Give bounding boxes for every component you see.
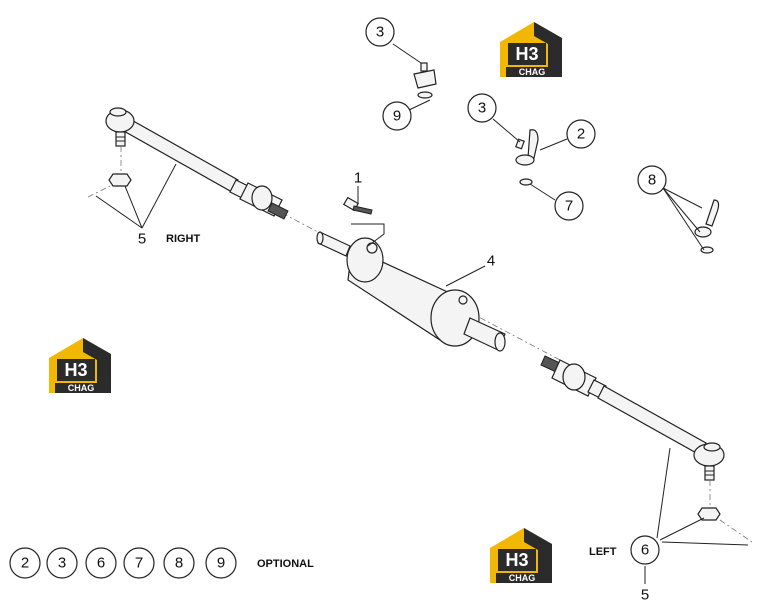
optional-part-3: 3: [46, 547, 78, 579]
callout-7: 7: [554, 191, 584, 221]
optional-part-8: 8: [163, 547, 195, 579]
leader-8c: [662, 187, 705, 251]
callout-6: 6: [630, 535, 660, 565]
logo-brand-text: CHAG: [68, 383, 95, 393]
optional-part-8-text: 8: [175, 555, 183, 572]
optional-part-7-text: 7: [135, 555, 143, 572]
logo-brand-text: CHAG: [519, 67, 546, 77]
optional-part-6: 6: [85, 547, 117, 579]
callout-3-top: 3: [365, 17, 395, 47]
leader-6-nut: [659, 517, 705, 541]
brand-logo-bottom: H3 CHAG: [490, 528, 552, 583]
optional-part-2-text: 2: [21, 555, 29, 572]
optional-part-9: 9: [205, 547, 237, 579]
callout-8: 8: [637, 165, 667, 195]
leader-3b: [492, 118, 521, 143]
left-label: LEFT: [589, 546, 617, 558]
label-1: 1: [354, 170, 362, 187]
logo-mark-text: H3: [515, 44, 538, 64]
leader-1-cyl: [351, 223, 385, 247]
right-label: RIGHT: [166, 233, 201, 245]
left-tie-rod: [540, 355, 753, 543]
grease-fitting-top: [413, 62, 437, 99]
callout-6-text: 6: [641, 542, 649, 559]
leader-5a-rod: [141, 163, 177, 229]
brand-logo-top: H3 CHAG: [500, 22, 562, 77]
label-4: 4: [487, 253, 495, 270]
callout-2: 2: [566, 119, 596, 149]
bolt-part-1: [342, 196, 373, 215]
optional-part-7: 7: [123, 547, 155, 579]
leader-5a-fit: [95, 195, 143, 229]
label-5-right: 5: [138, 231, 146, 248]
callout-7-text: 7: [565, 198, 573, 215]
leader-7: [529, 183, 556, 201]
leader-6-fit: [661, 541, 749, 546]
leader-9: [408, 99, 431, 111]
optional-part-9-text: 9: [217, 555, 225, 572]
callout-3-mid: 3: [467, 93, 497, 123]
leader-3a: [392, 43, 422, 64]
leader-8a: [662, 187, 703, 209]
grease-fitting-right: [694, 199, 720, 254]
callout-8-text: 8: [648, 172, 656, 189]
leader-5a-nut: [124, 185, 143, 229]
leader-8b: [662, 187, 701, 233]
right-tie-rod: [87, 107, 289, 220]
optional-part-3-text: 3: [58, 555, 66, 572]
optional-part-2: 2: [9, 547, 41, 579]
label-5-left: 5: [641, 587, 649, 604]
optional-label: OPTIONAL: [257, 558, 314, 570]
leader-6-rod: [656, 447, 671, 539]
brand-logo-left: H3 CHAG: [49, 338, 111, 393]
optional-part-6-text: 6: [97, 555, 105, 572]
callout-2-text: 2: [577, 126, 585, 143]
steering-cylinder: [316, 231, 506, 352]
optional-parts-row: 2 3 6 7 8 9 OPTIONAL: [9, 547, 314, 579]
callout-3-top-text: 3: [376, 24, 384, 41]
leader-2: [539, 138, 568, 151]
logo-mark-text: H3: [64, 360, 87, 380]
logo-mark-text: H3: [505, 550, 528, 570]
callout-9: 9: [382, 101, 412, 131]
leader-4: [445, 265, 486, 287]
callout-3-mid-text: 3: [478, 100, 486, 117]
logo-brand-text: CHAG: [509, 573, 536, 583]
callout-9-text: 9: [393, 108, 401, 125]
grease-fitting-mid: [515, 129, 539, 186]
